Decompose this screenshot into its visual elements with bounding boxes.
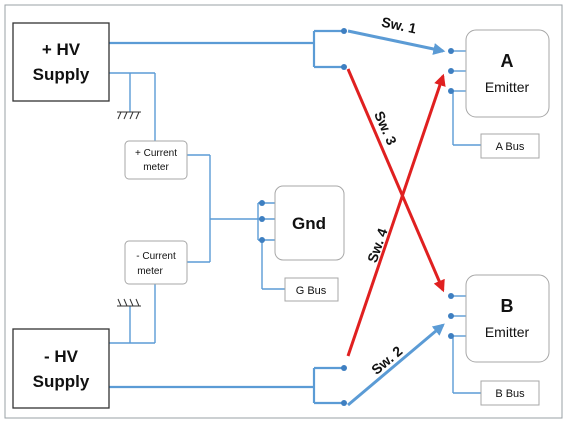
plus-hv-supply-line2: Supply — [33, 65, 90, 84]
minus-current-meter: - Current meter — [124, 240, 188, 285]
gnd-box: Gnd — [274, 185, 345, 261]
b-bus-box: B Bus — [480, 380, 540, 406]
switch-1-label: Sw. 1 — [380, 14, 418, 37]
plus-hv-supply: + HV Supply — [12, 22, 110, 102]
plus-hv-supply-line1: + HV — [42, 40, 81, 59]
minus-hv-supply-line2: Supply — [33, 372, 90, 391]
minus-current-meter-line2: meter — [137, 266, 163, 277]
emitter-a-letter: A — [501, 51, 514, 71]
a-bus-label: A Bus — [496, 141, 525, 153]
plus-current-meter: + Current meter — [124, 140, 188, 180]
switch-2-line — [347, 323, 445, 407]
connector-dots — [259, 28, 454, 406]
switch-4-line — [346, 73, 446, 357]
b-bus-label: B Bus — [495, 388, 525, 400]
minus-hv-supply: - HV Supply — [12, 328, 110, 409]
emitter-a: A Emitter — [465, 29, 550, 118]
emitter-b: B Emitter — [465, 274, 550, 363]
ground-symbol-top — [117, 110, 141, 120]
minus-current-meter-line1: - Current — [136, 251, 176, 262]
wiring — [109, 29, 481, 405]
a-bus-box: A Bus — [480, 133, 540, 159]
plus-current-meter-line1: + Current — [135, 148, 177, 159]
ground-symbol-bottom — [117, 298, 141, 307]
emitter-b-letter: B — [501, 296, 514, 316]
switch-lines — [346, 29, 446, 407]
plus-current-meter-line2: meter — [143, 162, 169, 173]
emitter-a-label: Emitter — [485, 79, 530, 95]
minus-hv-supply-line1: - HV — [44, 347, 79, 366]
gnd-label: Gnd — [292, 214, 326, 233]
switch-3-line — [346, 68, 445, 293]
g-bus-box: G Bus — [284, 277, 339, 302]
g-bus-label: G Bus — [296, 285, 327, 297]
switch-1-line — [347, 29, 446, 55]
emitter-b-label: Emitter — [485, 324, 530, 340]
